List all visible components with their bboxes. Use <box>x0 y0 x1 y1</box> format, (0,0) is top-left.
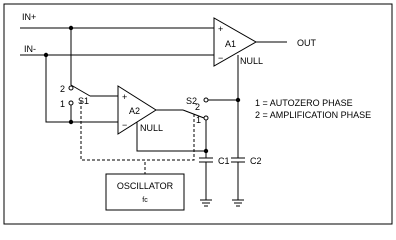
junction-in-plus <box>68 25 74 31</box>
legend-autozero: 1 = AUTOZERO PHASE <box>255 98 353 108</box>
c1-capacitor <box>199 151 213 207</box>
a1-label: A1 <box>225 39 236 49</box>
a1-null-label: NULL <box>240 56 263 66</box>
c2-label: C2 <box>250 156 262 166</box>
in-plus-label: IN+ <box>22 12 36 22</box>
in-minus-wire <box>20 54 214 123</box>
a2-minus-sign: − <box>122 120 127 130</box>
a2-null-label: NULL <box>140 123 163 133</box>
a2-plus-sign: + <box>122 92 127 102</box>
a1-opamp <box>213 17 287 100</box>
a1-plus-sign: + <box>218 24 223 34</box>
c2-capacitor <box>231 100 245 207</box>
chopper-amplifier-schematic: + − A1 NULL OUT IN+ IN- 2 1 S1 + − A2 NU… <box>3 3 393 225</box>
s2-control-dashed-line <box>145 114 195 161</box>
s1-pos2-label: 2 <box>60 84 65 94</box>
in-minus-label: IN- <box>24 44 36 54</box>
a2-label: A2 <box>129 106 140 116</box>
in-plus-wire <box>20 27 214 85</box>
legend-amplification: 2 = AMPLIFICATION PHASE <box>255 110 371 120</box>
s2-label: S2 <box>186 96 197 106</box>
s2-pos2-label: 2 <box>195 102 200 112</box>
oscillator-block <box>105 173 185 211</box>
oscillator-fc-label: fc <box>142 197 148 204</box>
out-label: OUT <box>297 38 317 48</box>
s1-control-dashed-line <box>80 101 146 174</box>
junction-in-minus <box>43 52 49 58</box>
s1-switch <box>68 84 118 122</box>
a1-minus-sign: − <box>218 53 223 63</box>
s1-pos1-label: 1 <box>60 99 65 109</box>
oscillator-label: OSCILLATOR <box>117 181 174 191</box>
s2-switch <box>182 97 238 151</box>
c1-label: C1 <box>218 156 230 166</box>
frame-border <box>3 3 393 225</box>
a2-opamp <box>117 85 206 152</box>
s2-pos1-label: 1 <box>196 115 201 125</box>
s1-label: S1 <box>78 96 89 106</box>
